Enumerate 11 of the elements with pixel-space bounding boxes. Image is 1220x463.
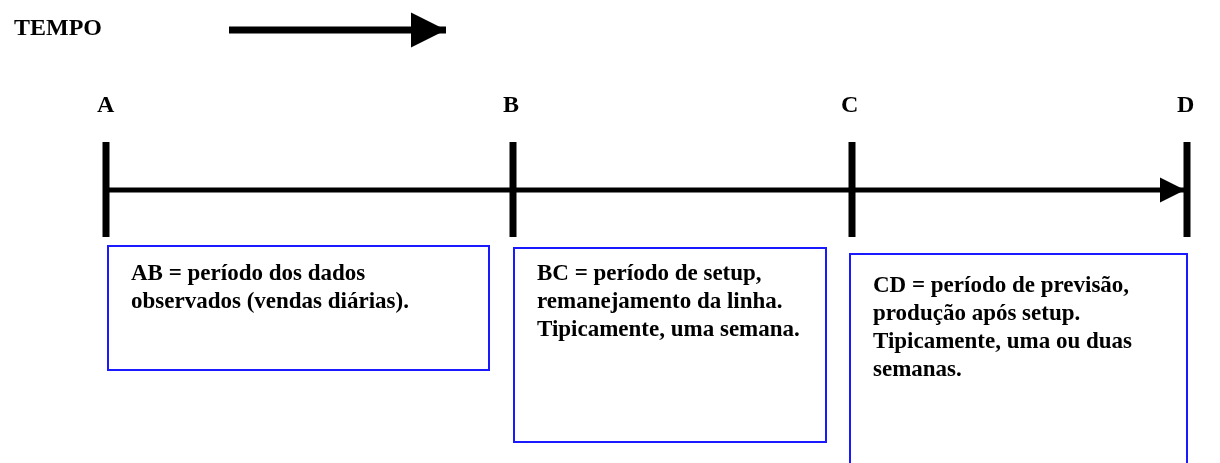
text-box — [513, 247, 827, 443]
axis-title: TEMPO — [14, 14, 102, 41]
point-label: C — [841, 91, 859, 118]
description-text: BC = período de setup, remanejamento da linha. Tipicamente, uma semana. — [537, 259, 801, 343]
point-label: B — [503, 91, 519, 118]
description-text: CD = período de previsão, produção após setup. Tipicamente, uma ou duas semanas. — [873, 271, 1133, 383]
text-box — [849, 253, 1188, 463]
point-label: D — [1177, 91, 1195, 118]
point-label: A — [97, 91, 115, 118]
text-box — [107, 245, 490, 371]
description-text: AB = período dos dados observados (vendas diárias). — [131, 259, 410, 315]
